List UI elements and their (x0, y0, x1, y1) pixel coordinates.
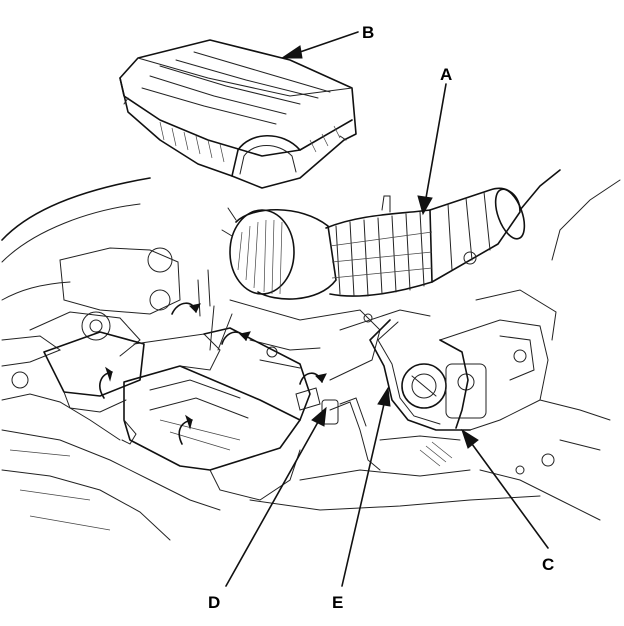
callout-e-label: E (332, 593, 343, 612)
callout-c-label: C (542, 555, 554, 574)
callout-d-label: D (208, 593, 220, 612)
clip-arrows (99, 302, 327, 445)
resonator-box (43, 269, 311, 501)
air-intake-duct (221, 187, 526, 300)
callout-a-label: A (440, 65, 452, 84)
engine-bay (1, 169, 621, 541)
callout-b-label: B (362, 23, 374, 42)
engine-cover (119, 39, 357, 189)
leader-lines (225, 31, 549, 587)
